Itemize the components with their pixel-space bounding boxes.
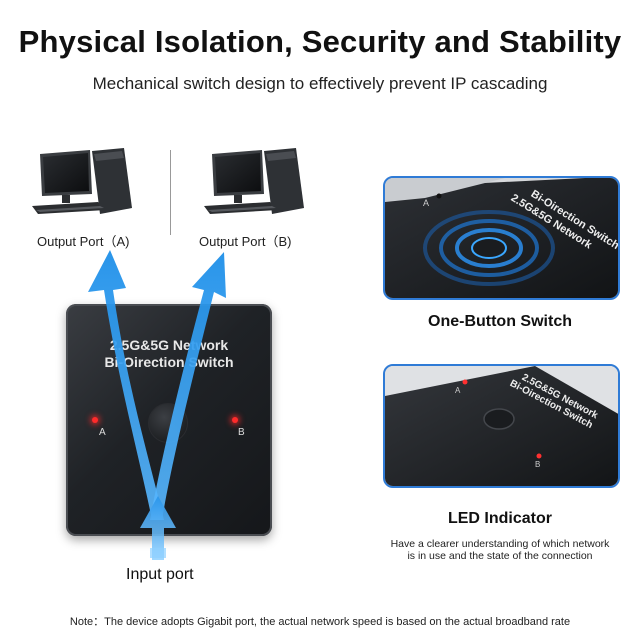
input-port-label: Input port xyxy=(126,566,194,583)
network-switch-device: 2.5G&5G Network Bi-Oirection Switch A B xyxy=(66,304,272,536)
input-arrow xyxy=(140,496,176,560)
footer-note: Note：The device adopts Gigabit port, the… xyxy=(69,616,571,628)
desktop-computer-icon xyxy=(28,148,144,222)
output-port-a-label: Output Port（A) xyxy=(37,234,130,249)
led-b-label: B xyxy=(238,427,245,438)
led-a-label: A xyxy=(99,427,106,438)
panel2-letter-b: B xyxy=(535,460,541,469)
output-port-b-label: Output Port（B) xyxy=(199,234,292,249)
page-subtitle: Mechanical switch design to effectively … xyxy=(92,74,548,93)
panel2-letter-a: A xyxy=(455,386,461,395)
one-button-switch-title: One-Button Switch xyxy=(428,313,572,330)
arrow-to-port-a xyxy=(88,250,164,520)
page-title: Physical Isolation, Security and Stabili… xyxy=(18,24,622,59)
arrow-to-port-b xyxy=(150,252,226,520)
led-indicator-panel: A B 2.5G&5G Network Bi-Oirection Switch xyxy=(383,364,620,488)
one-button-switch-panel: A 2.5G&5G Network Bi-Oirection Switch xyxy=(383,176,620,300)
panel1-letter-a: A xyxy=(423,198,430,208)
led-indicator-description-2: is in use and the state of the connectio… xyxy=(407,550,593,562)
divider xyxy=(170,150,171,235)
device-label-line2: Bi-Oirection Switch xyxy=(104,354,234,370)
led-a-indicator xyxy=(92,417,98,423)
led-indicator-title: LED Indicator xyxy=(447,510,552,527)
desktop-computer-icon xyxy=(200,148,316,222)
led-b-indicator xyxy=(232,417,238,423)
led-indicator-description-1: Have a clearer understanding of which ne… xyxy=(390,538,610,550)
